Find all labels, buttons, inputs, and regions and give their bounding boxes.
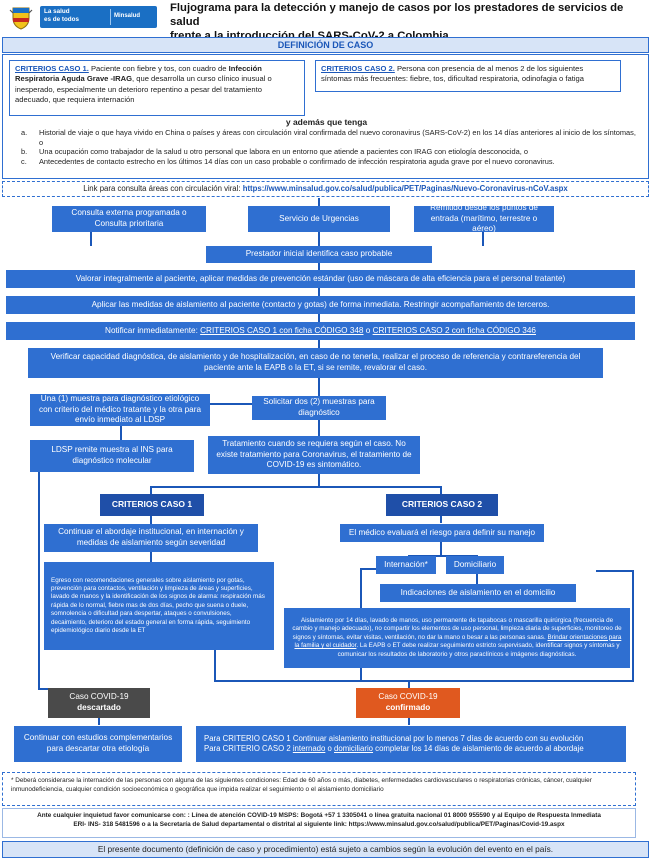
notificar-case2: CRITERIOS CASO 2 con ficha CÓDIGO 346	[372, 325, 536, 335]
continuar-box: Continuar el abordaje institucional, en …	[44, 524, 258, 552]
final-case1: Para CRITERIO CASO 1 Continuar aislamien…	[204, 733, 584, 743]
case2-definition: CRITERIOS CASO 2. Persona con presencia …	[315, 60, 621, 92]
internacion-box: Internación*	[376, 556, 436, 574]
tratamiento-box: Tratamiento cuando se requiera según el …	[208, 436, 420, 474]
definition-bar: DEFINICIÓN DE CASO	[2, 37, 649, 53]
list-marker: b.	[21, 147, 28, 157]
solicitar-box: Solicitar dos (2) muestras para diagnóst…	[252, 396, 386, 420]
entry-urgencias: Servicio de Urgencias	[248, 206, 390, 232]
case2-text: Persona con presencia de al menos 2 de l…	[321, 64, 584, 84]
circulation-link-bar: Link para consulta áreas con circulación…	[2, 181, 649, 197]
descartado-line2: descartado	[77, 703, 121, 712]
list-item: c. Antecedentes de contacto estrecho en l…	[17, 157, 637, 167]
entry-consulta-externa: Consulta externa programada o Consulta p…	[52, 206, 206, 232]
logo-ministry: Minsalud	[114, 13, 141, 19]
case1-bold: Infección Respiratoria Aguda Grave -IRAG	[15, 64, 262, 84]
list-marker: c.	[21, 156, 27, 166]
list-text: Historial de viaje o que haya vivido en …	[39, 128, 636, 147]
criterios-caso1-box: CRITERIOS CASO 1	[100, 494, 204, 516]
final-case2-d: domiciliario	[334, 744, 374, 753]
list-text: Antecedentes de contacto estrecho en los…	[39, 156, 555, 166]
list-item: a. Historial de viaje o que haya vivido e…	[17, 128, 637, 147]
criterios-caso2-box: CRITERIOS CASO 2	[386, 494, 498, 516]
confirmado-line2: confirmado	[385, 703, 431, 712]
title-line1: Flujograma para la detección y manejo de…	[170, 2, 624, 28]
final-case2-e: completar los 14 días de aislamiento de …	[373, 744, 584, 753]
descartado-line1: Caso COVID-19	[69, 692, 129, 702]
verificar-box: Verificar capacidad diagnóstica, de aisl…	[28, 348, 603, 378]
case1-text-a: Paciente con fiebre y tos, con cuadro de	[88, 64, 229, 73]
notice-box: * Deberá considerarse la internación de …	[2, 772, 636, 806]
domiciliario-box: Domiciliario	[446, 556, 504, 574]
logo-line1: La salud	[44, 8, 70, 15]
contact-line1: Ante cualquier inquietud favor comunicar…	[37, 812, 601, 819]
final-case2-a: Para CRITERIO CASO 2	[204, 744, 293, 753]
ldsp-box: LDSP remite muestra al INS para diagnóst…	[30, 440, 194, 472]
domicilio-text-a: Aislamiento por 14 días, lavado de manos…	[292, 616, 622, 641]
domicilio-text-c: . La EAPB o ET debe realizar seguimiento…	[337, 642, 620, 658]
criteria-list: a. Historial de viaje o que haya vivido e…	[17, 128, 637, 166]
entry-puntos-entrada: Remitido desde los puntos de entrada (ma…	[414, 203, 554, 233]
notificar-case1: CRITERIOS CASO 1 con ficha CÓDIGO 348	[200, 325, 364, 335]
domicilio-text-b: Brindar orientaciones para la familia y …	[294, 633, 622, 650]
notificar-or: o	[363, 325, 373, 335]
aislamiento-box: Aplicar las medidas de aislamiento al pa…	[6, 296, 635, 314]
domicilio-detail-box: Aislamiento por 14 días, lavado de manos…	[284, 608, 630, 668]
list-marker: a.	[21, 128, 28, 137]
case1-label: CRITERIOS CASO 1.	[15, 64, 89, 73]
footer-bar: El presente documento (definición de cas…	[2, 841, 649, 858]
indicaciones-box: Indicaciones de aislamiento en el domici…	[380, 584, 576, 602]
final-case2-c: o	[325, 744, 335, 753]
valorar-box: Valorar integralmente al paciente, aplic…	[6, 270, 635, 288]
notificar-box: Notificar inmediatamente: CRITERIOS CASO…	[6, 322, 635, 340]
list-text: Una ocupación como trabajador de la salu…	[39, 147, 528, 157]
logo-line2: es de todos	[44, 16, 79, 23]
prestador-box: Prestador inicial identifica caso probab…	[206, 246, 432, 263]
notificar-label: Notificar inmediatamente:	[105, 325, 201, 335]
coat-of-arms-icon	[8, 4, 34, 30]
criterios-caso1-label: CRITERIOS CASO 1	[111, 499, 193, 510]
criterios-caso2-label: CRITERIOS CASO 2	[401, 499, 483, 510]
medico-box: El médico evaluará el riesgo para defini…	[340, 524, 544, 542]
list-item: b. Una ocupación como trabajador de la sa…	[17, 147, 637, 157]
contact-box: Ante cualquier inquietud favor comunicar…	[2, 808, 636, 838]
link-label: Link para consulta áreas con circulación…	[83, 184, 243, 193]
case1-definition: CRITERIOS CASO 1. Paciente con fiebre y …	[9, 60, 305, 116]
definition-panel: CRITERIOS CASO 1. Paciente con fiebre y …	[2, 54, 649, 179]
continuar-estudios-box: Continuar con estudios complementarios p…	[14, 726, 182, 762]
egreso-box: Egreso con recomendaciones generales sob…	[44, 562, 274, 650]
circulation-link[interactable]: https://www.minsalud.gov.co/salud/public…	[242, 184, 568, 193]
case2-label: CRITERIOS CASO 2.	[321, 64, 395, 73]
ademas-heading: y además que tenga	[285, 117, 368, 127]
final-case2-b: internado	[292, 744, 326, 753]
final-aislamiento-box: Para CRITERIO CASO 1 Continuar aislamien…	[196, 726, 626, 762]
contact-line2: ERI- INS- 318 5481596 o a la Secretaría …	[73, 821, 565, 828]
confirmado-line1: Caso COVID-19	[378, 692, 438, 702]
una-muestra-box: Una (1) muestra para diagnóstico etiológ…	[30, 394, 210, 426]
case1-text-b: , que desarrolla un curso clínico inusua…	[15, 74, 272, 104]
